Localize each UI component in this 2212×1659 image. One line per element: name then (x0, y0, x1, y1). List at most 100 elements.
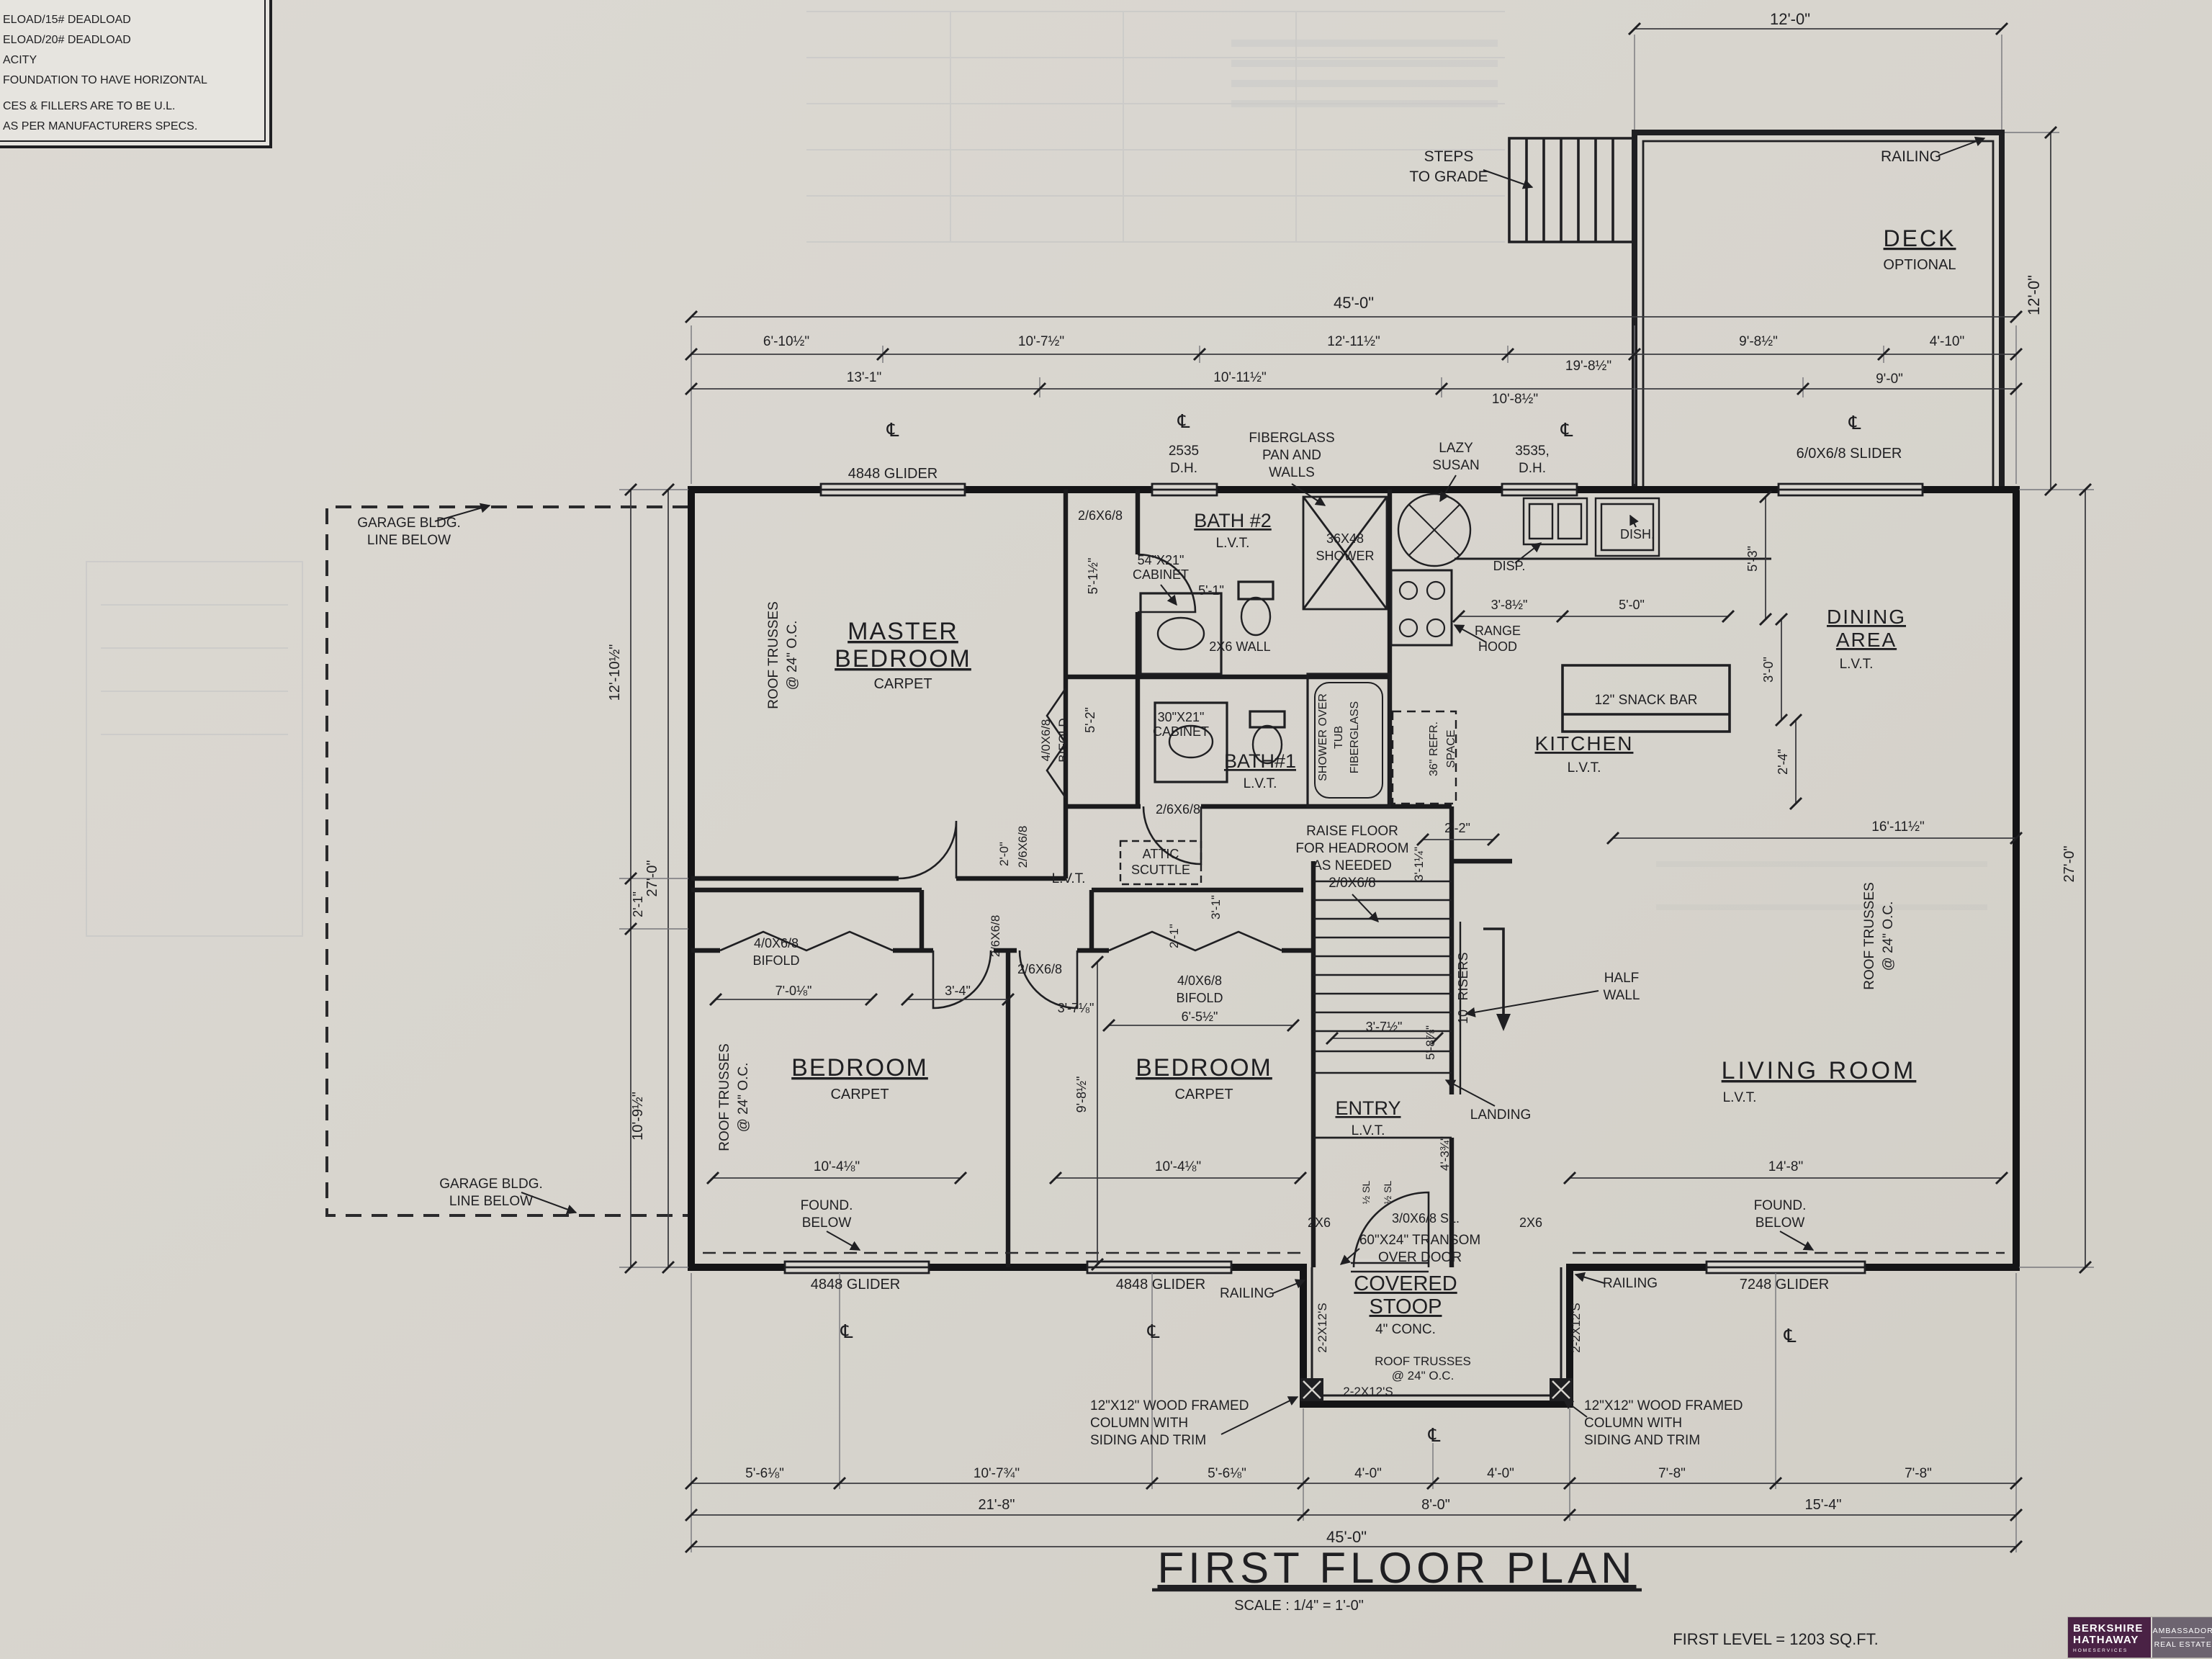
label-sl-2: ½ SL (1382, 1180, 1393, 1204)
leader-disp (1514, 542, 1542, 564)
door-bifold-bd1-2: BIFOLD (752, 953, 799, 968)
dim-bot-5: 4'-0" (1487, 1466, 1514, 1481)
bath1-toilet-tank (1249, 710, 1286, 729)
dim-top-5: 4'-10" (1930, 334, 1964, 349)
label-column-r-3: SIDING AND TRIM (1584, 1433, 1700, 1448)
sheet-scale: SCALE : 1/4" = 1'-0" (1234, 1598, 1364, 1614)
note-trusses-bd-1: ROOF TRUSSES (717, 1043, 732, 1151)
label-raise-2: FOR HEADROOM (1295, 841, 1408, 856)
dim-top-overall: 45'-0" (1334, 294, 1374, 312)
label-shower-1: 36X48 (1326, 531, 1364, 546)
room-deck-sub: OPTIONAL (1883, 257, 1956, 273)
dim-bot-overall: 45'-0" (1326, 1528, 1367, 1546)
leader-fiberglass (1291, 483, 1326, 506)
dim-3-7h-stair: 3'-7½" (1366, 1020, 1403, 1034)
leader-steps (1483, 169, 1534, 189)
shower-36x48 (1302, 495, 1388, 611)
dim-left-10-9h: 10'-9½" (630, 1092, 646, 1141)
room-bd1: BEDROOM (791, 1054, 928, 1082)
dim-bot-2: 10'-7¾" (974, 1466, 1020, 1481)
dim-5-0: 5'-0" (1619, 598, 1645, 612)
label-railing-stoop-l: RAILING (1220, 1286, 1274, 1301)
label-garage-b-1: GARAGE BLDG. (439, 1177, 543, 1192)
leader-garage-bottom (521, 1192, 577, 1215)
logo-berkshire: BERKSHIRE (2073, 1622, 2144, 1635)
room-master-floor: CARPET (873, 676, 932, 692)
door-master (898, 820, 958, 880)
label-garage-t-1: GARAGE BLDG. (357, 516, 461, 531)
dim-left-2-1: 2'-1" (631, 891, 645, 917)
room-bd2: BEDROOM (1136, 1054, 1272, 1082)
dim-4-3t: 4'-3¾" (1438, 1136, 1452, 1171)
label-garage-t-2: LINE BELOW (367, 533, 451, 548)
label-sl-1: ½ SL (1360, 1180, 1372, 1204)
room-deck: DECK (1884, 225, 1956, 251)
label-found-r-2: BELOW (1755, 1215, 1805, 1231)
dim-5-8e: 5'-8⅞" (1424, 1025, 1437, 1060)
dim-right-27-0: 27'-0" (2062, 846, 2077, 883)
logo-ambassador-block: AMBASSADOR REAL ESTATE (2151, 1617, 2212, 1658)
dim-top-4: 9'-8½" (1739, 334, 1778, 349)
label-fiberglass-2: PAN AND (1262, 448, 1321, 463)
label-risers: RISERS (1456, 952, 1470, 1000)
leader-lazy-susan (1439, 475, 1457, 503)
leader-found-left (826, 1231, 861, 1251)
dim-bot-4: 4'-0" (1354, 1466, 1382, 1481)
window-3535-2: D.H. (1519, 461, 1546, 476)
logo-ambassador: AMBASSADOR (2152, 1626, 2212, 1635)
window-7248-lr: 7248 GLIDER (1740, 1277, 1830, 1292)
label-2x12-l: 2-2X12'S (1316, 1303, 1329, 1352)
centerline-symbol: ℄ (1784, 1325, 1797, 1346)
dim-top-8: 19'-8½" (1565, 359, 1611, 374)
leader-transom (1339, 1248, 1360, 1265)
snack-bar-island (1561, 664, 1731, 733)
label-column-l-2: COLUMN WITH (1090, 1416, 1188, 1431)
deck-rail-inner (1642, 140, 1995, 487)
stairs (1313, 880, 1511, 1139)
door-2668-hall-1: 2/6X6/8 (1016, 826, 1030, 868)
door-2668-bd2: 2/6X6/8 (1017, 962, 1062, 976)
logo-homeservices: HOMESERVICES (2073, 1648, 2128, 1654)
sheet-title: FIRST FLOOR PLAN (1157, 1544, 1636, 1592)
bath1-sink (1168, 724, 1214, 759)
dim-top-2: 10'-7½" (1018, 334, 1064, 349)
door-2668-hall-2: 2/6X6/8 (989, 915, 1002, 958)
label-dish: DISH. (1620, 527, 1655, 541)
room-bath2-floor: L.V.T. (1216, 536, 1250, 551)
dim-bot-1: 5'-6⅛" (745, 1466, 784, 1481)
bath1-toilet (1251, 724, 1283, 765)
kitchen-fixtures (1390, 493, 1771, 805)
dim-bot-8: 21'-8" (979, 1497, 1015, 1513)
dim-3-7e: 3'-7⅛" (1058, 1001, 1094, 1015)
leader-garage-top (434, 503, 491, 522)
covered-stoop (1300, 1267, 1573, 1401)
deck-steps (1508, 137, 1636, 243)
note-trusses-stoop-1: ROOF TRUSSES (1375, 1354, 1471, 1368)
note-trusses-stoop-2: @ 24" O.C. (1392, 1369, 1455, 1382)
room-bath1-floor: L.V.T. (1244, 776, 1277, 791)
dim-left-27-0: 27'-0" (644, 860, 660, 897)
label-raise-3: AS NEEDED (1313, 858, 1392, 873)
door-bath1 (1142, 806, 1202, 866)
door-bifolds (719, 688, 1282, 952)
lazy-susan-cross (1408, 503, 1461, 557)
note-line-2: ELOAD/20# DEADLOAD (3, 34, 131, 46)
label-b1cab-1: 30"X21" (1158, 710, 1205, 724)
room-master-2: BEDROOM (835, 645, 971, 673)
centerline-symbol: ℄ (1428, 1424, 1441, 1446)
window-4848-bd1: 4848 GLIDER (811, 1277, 901, 1292)
label-column-l-3: SIDING AND TRIM (1090, 1433, 1206, 1448)
label-column-r-2: COLUMN WITH (1584, 1416, 1682, 1431)
notes-box-inner (0, 0, 266, 142)
label-lazy-susan-1: LAZY (1439, 441, 1473, 456)
dim-bot-9: 8'-0" (1421, 1497, 1450, 1513)
dim-6-5h: 6'-5½" (1182, 1010, 1218, 1024)
label-tub-2: TUB (1333, 726, 1345, 749)
sheet-area: FIRST LEVEL = 1203 SQ.FT. (1673, 1630, 1879, 1648)
dim-10-4e-2: 10'-4⅛" (1155, 1159, 1201, 1174)
kitchen-sink (1522, 497, 1588, 546)
label-found-r-1: FOUND. (1754, 1198, 1807, 1213)
logo-divider (2161, 1637, 2206, 1638)
label-refr-1: 36" REFR. (1428, 721, 1440, 776)
